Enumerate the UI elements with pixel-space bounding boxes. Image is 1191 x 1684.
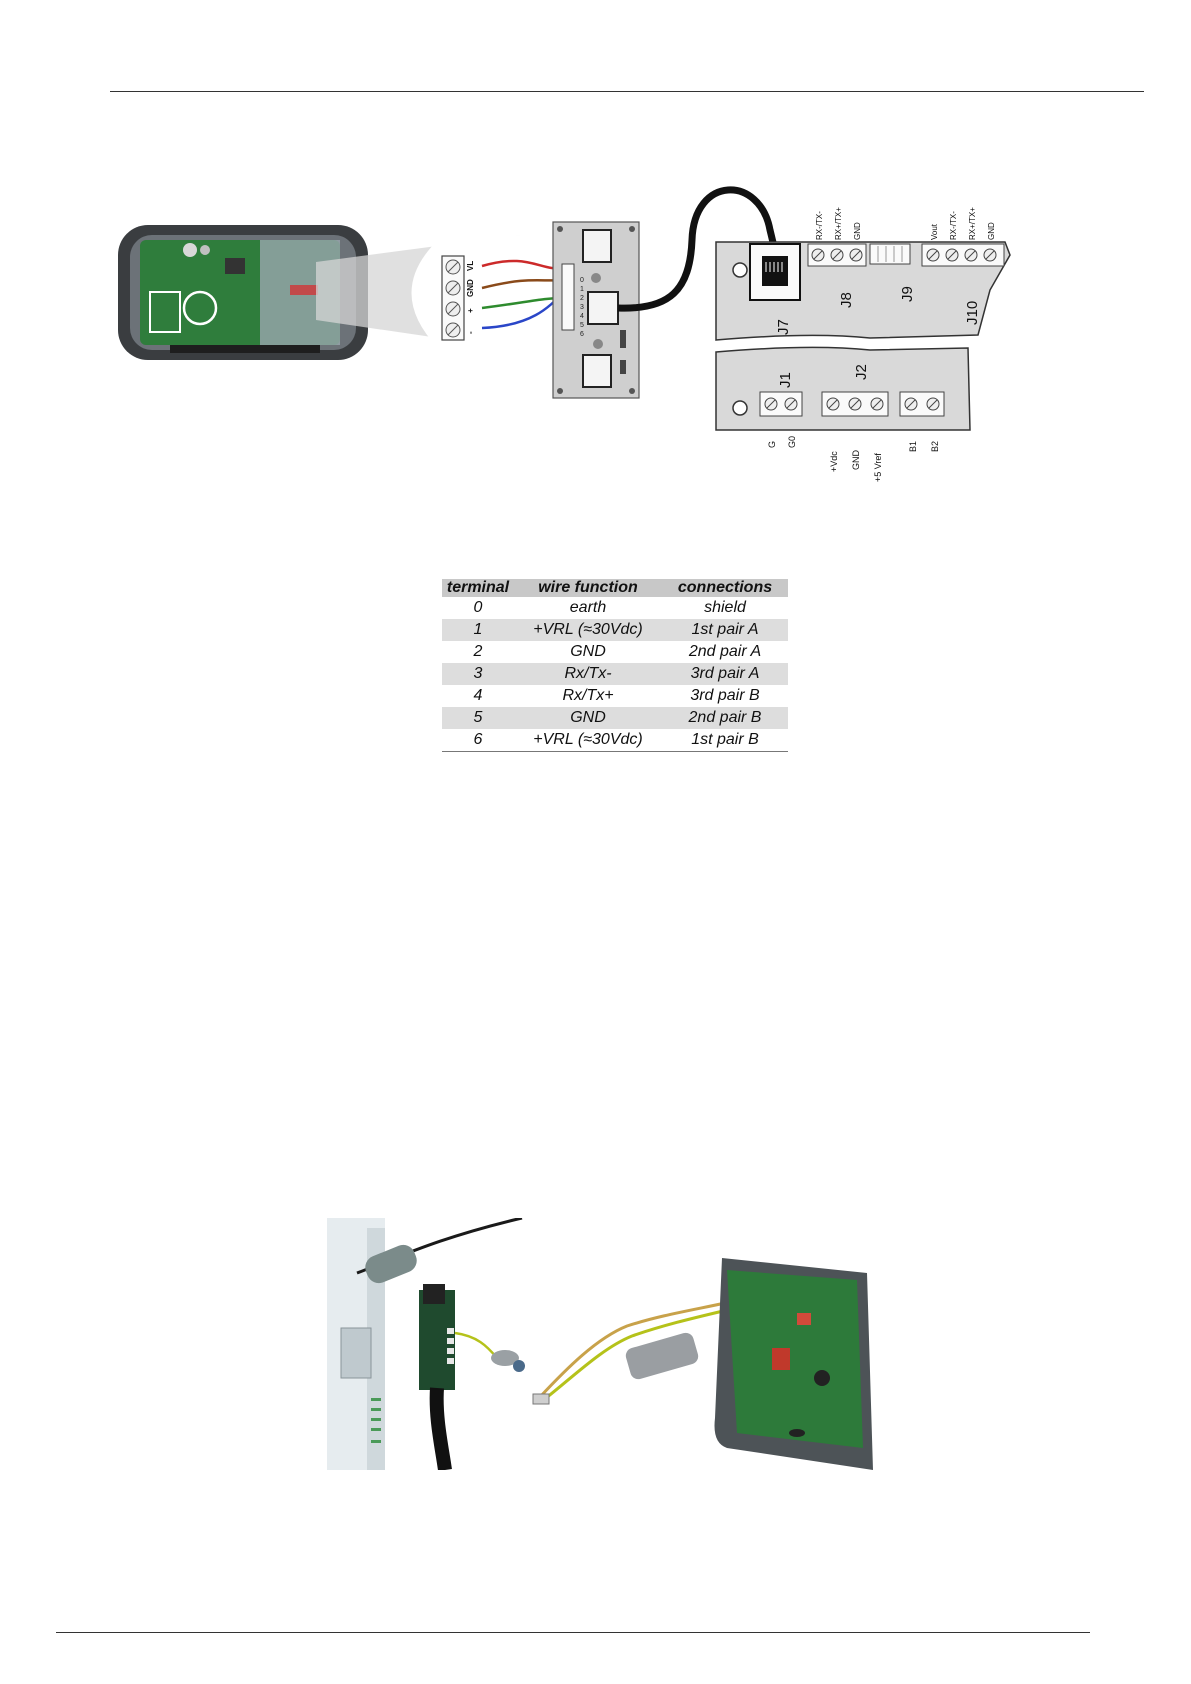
j1-pin-g: G [767, 441, 777, 448]
j10-pin-rx-tx-plus: RX+/TX+ [968, 207, 977, 240]
j10-pin-vout: Vout [930, 223, 939, 240]
cell-terminal: 1 [442, 619, 514, 641]
cell-function: Rx/Tx- [514, 663, 662, 685]
connector-label-j2: J2 [853, 364, 870, 380]
cell-connection: 2nd pair B [662, 707, 788, 729]
cell-function: +VRL (≈30Vdc) [514, 729, 662, 752]
table-row: 3 Rx/Tx- 3rd pair A [442, 663, 788, 685]
wiring-diagram: VL GND + - 6 5 4 3 2 1 0 [110, 180, 1030, 490]
cell-terminal: 2 [442, 641, 514, 663]
connector-label-j7: J7 [775, 319, 792, 335]
cell-terminal: 6 [442, 729, 514, 752]
cell-function: Rx/Tx+ [514, 685, 662, 707]
adapter-pin-6: 6 [580, 331, 584, 338]
cell-connection: 3rd pair A [662, 663, 788, 685]
b-pin-b1: B1 [908, 441, 918, 452]
adapter-pin-3: 3 [580, 304, 584, 311]
j2-pin-gnd: GND [851, 450, 861, 471]
j8-pin-rx-tx-plus: RX+/TX+ [834, 207, 843, 240]
table-row: 4 Rx/Tx+ 3rd pair B [442, 685, 788, 707]
terminal-label-vl: VL [466, 261, 475, 271]
terminal-label-plus: + [466, 308, 475, 313]
controller-board: J7 J8 RX-/TX- RX+/TX+ GND J9 J10 Vout RX… [716, 207, 1010, 482]
cell-terminal: 0 [442, 597, 514, 619]
j1-pin-g0: G0 [787, 436, 797, 448]
j10-pin-rx-tx-minus: RX-/TX- [949, 211, 958, 240]
cell-connection: shield [662, 597, 788, 619]
table-header-row: terminal wire function connections [442, 579, 788, 597]
cell-function: GND [514, 707, 662, 729]
installation-photo [327, 1218, 873, 1470]
cell-connection: 3rd pair B [662, 685, 788, 707]
table-row: 1 +VRL (≈30Vdc) 1st pair A [442, 619, 788, 641]
adapter-pin-0: 0 [580, 277, 584, 284]
j8-pin-rx-tx-minus: RX-/TX- [815, 211, 824, 240]
j2-pin-vdc: +Vdc [829, 451, 839, 472]
adapter-pin-2: 2 [580, 295, 584, 302]
pinout-table-container: terminal wire function connections 0 ear… [442, 579, 788, 752]
table-row: 5 GND 2nd pair B [442, 707, 788, 729]
j10-pin-gnd: GND [987, 222, 996, 240]
table-row: 2 GND 2nd pair A [442, 641, 788, 663]
cell-function: GND [514, 641, 662, 663]
terminal-label-minus: - [466, 331, 475, 334]
cell-function: +VRL (≈30Vdc) [514, 619, 662, 641]
connector-label-j10: J10 [964, 301, 981, 325]
cell-connection: 1st pair B [662, 729, 788, 752]
header-connections: connections [662, 579, 788, 597]
header-terminal: terminal [442, 579, 514, 597]
adapter-pin-4: 4 [580, 313, 584, 320]
table-row: 6 +VRL (≈30Vdc) 1st pair B [442, 729, 788, 752]
cell-terminal: 4 [442, 685, 514, 707]
footer-rule [56, 1632, 1090, 1633]
cell-terminal: 3 [442, 663, 514, 685]
j8-pin-gnd: GND [853, 222, 862, 240]
connector-label-j9: J9 [899, 286, 916, 302]
cell-terminal: 5 [442, 707, 514, 729]
terminal-label-gnd: GND [466, 279, 475, 297]
pinout-table: terminal wire function connections 0 ear… [442, 579, 788, 752]
cell-function: earth [514, 597, 662, 619]
table-row: 0 earth shield [442, 597, 788, 619]
b-pin-b2: B2 [930, 441, 940, 452]
adapter-pin-1: 1 [580, 286, 584, 293]
cell-connection: 1st pair A [662, 619, 788, 641]
connector-label-j1: J1 [777, 372, 794, 388]
connector-label-j8: J8 [838, 292, 855, 308]
adapter-pin-5: 5 [580, 322, 584, 329]
cell-connection: 2nd pair A [662, 641, 788, 663]
header-rule [110, 91, 1144, 92]
j2-pin-5vref: +5 Vref [873, 453, 883, 482]
header-wire-function: wire function [514, 579, 662, 597]
